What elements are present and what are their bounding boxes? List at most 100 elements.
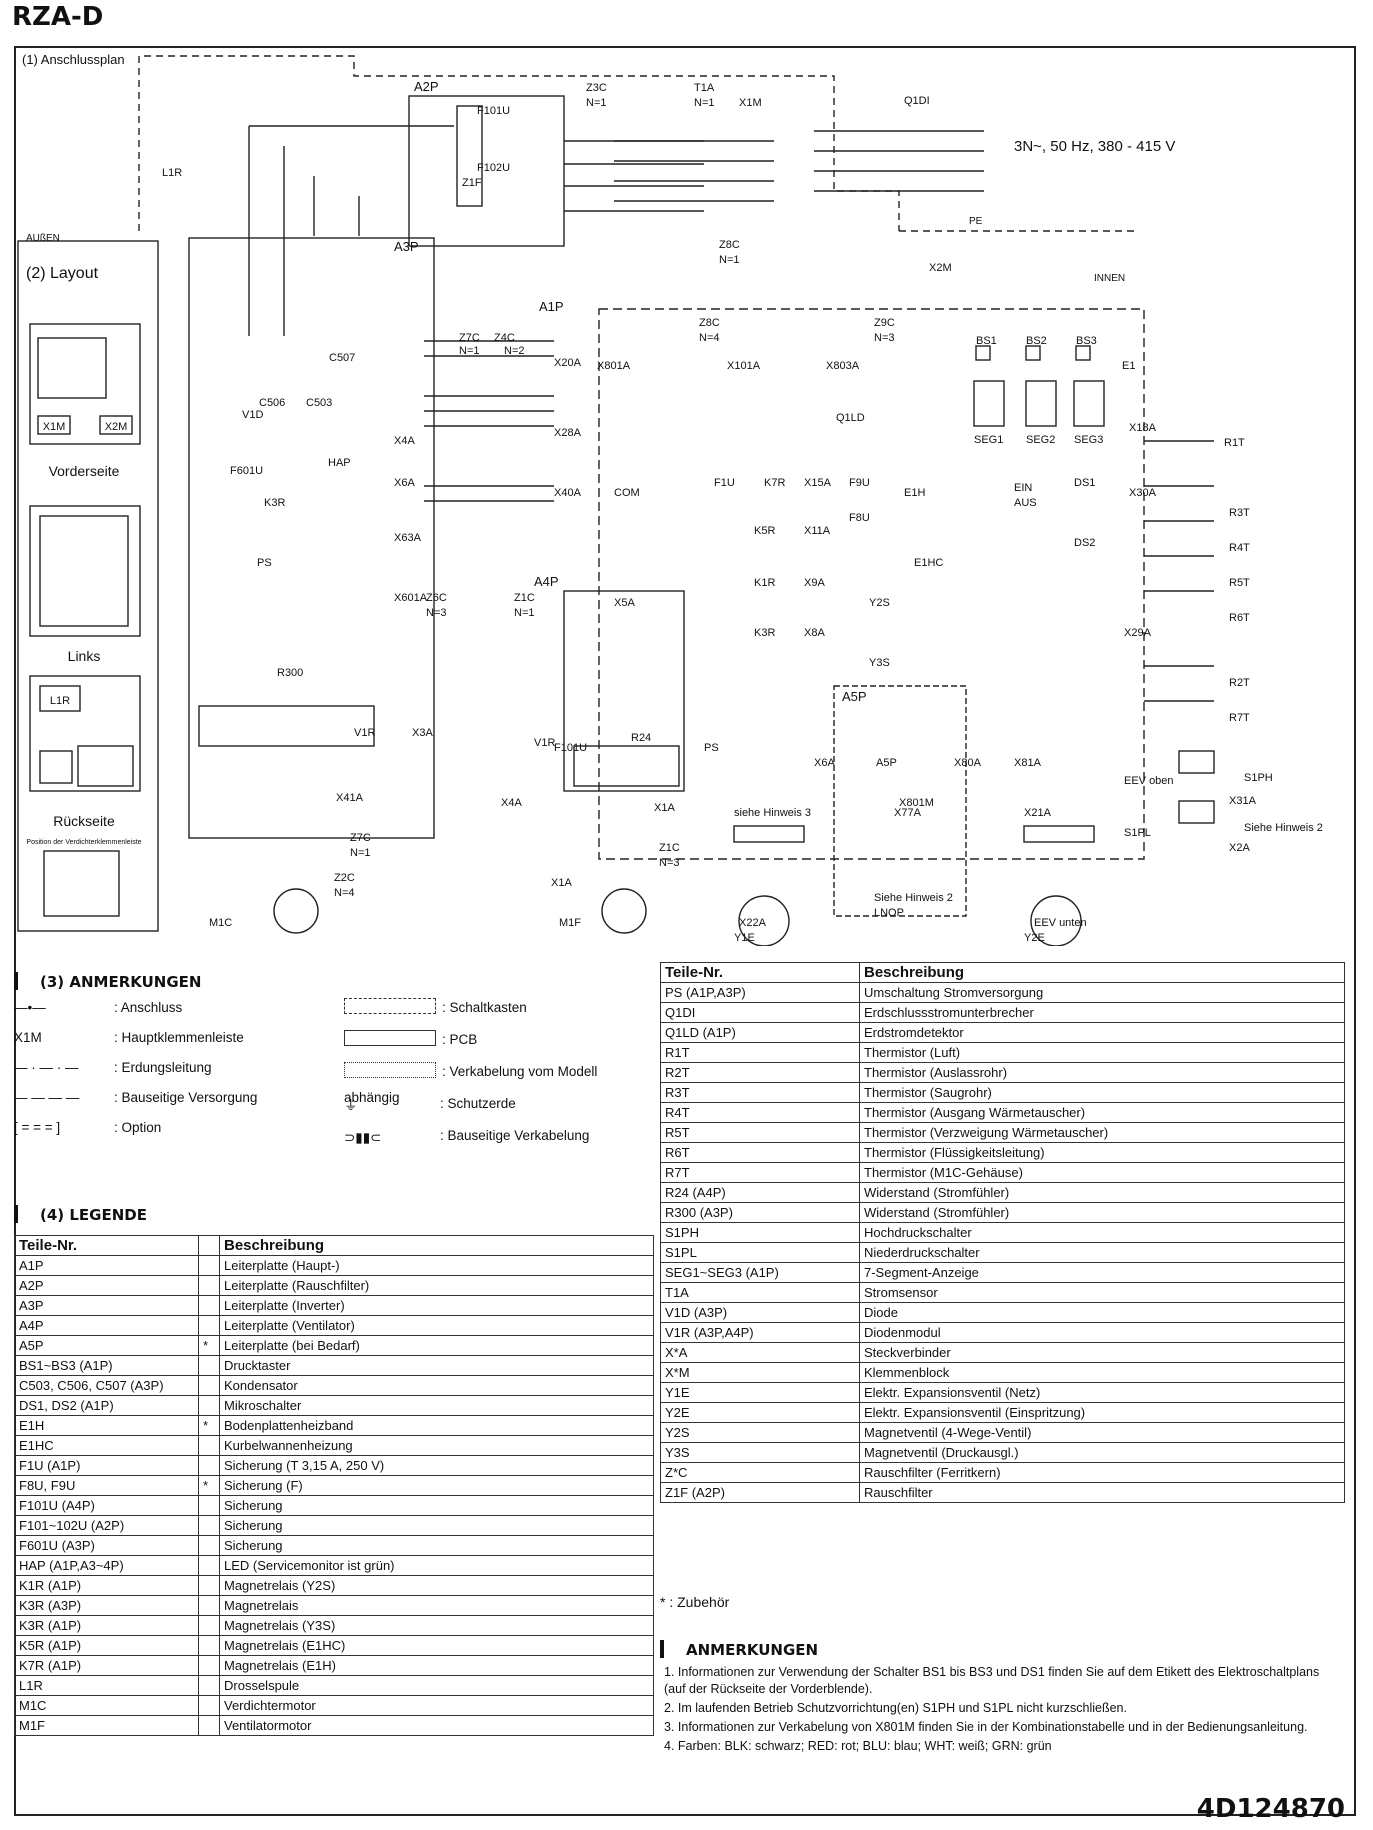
component-label: X8A [804, 627, 825, 639]
component-label: X2M [929, 262, 952, 274]
component-label: Z1C [659, 842, 680, 854]
supply-label: 3N~, 50 Hz, 380 - 415 V [1014, 138, 1175, 155]
note-item: [ = = = ]: Option [14, 1115, 161, 1141]
table-cell: Diodenmodul [859, 1322, 1345, 1343]
note-text: : Erdungsleitung [114, 1060, 212, 1075]
component-label: N=1 [586, 97, 607, 109]
table-cell: A1P [14, 1255, 199, 1276]
table-cell: Widerstand (Stromfühler) [859, 1182, 1345, 1203]
table-cell: * [198, 1475, 220, 1496]
table-cell: Leiterplatte (Haupt-) [219, 1255, 654, 1276]
table-cell: Klemmenblock [859, 1362, 1345, 1383]
table-cell: LED (Servicemonitor ist grün) [219, 1555, 654, 1576]
table-cell: Erdschlussstromunterbrecher [859, 1002, 1345, 1023]
table-cell: Verdichtermotor [219, 1695, 654, 1716]
component-label: F101U [554, 742, 587, 754]
table-cell [198, 1495, 220, 1516]
component-label: HAP [328, 457, 351, 469]
table-cell: R7T [660, 1162, 860, 1183]
layout-back: Rückseite [53, 813, 115, 829]
note-symbol [344, 998, 436, 1014]
table-cell [198, 1295, 220, 1316]
component-label: K1R [754, 577, 775, 589]
component-label: X11A [804, 525, 831, 537]
component-label: X18A [1129, 422, 1157, 434]
table-cell: * [198, 1415, 220, 1436]
table-row: F8U, F9U*Sicherung (F) [14, 1475, 654, 1496]
component-label: EIN [1014, 482, 1032, 494]
table-cell [198, 1455, 220, 1476]
table-cell: Elektr. Expansionsventil (Netz) [859, 1382, 1345, 1403]
component-label: Q1LD [836, 412, 865, 424]
component-label: X4A [501, 797, 522, 809]
component-label: N=4 [699, 332, 720, 344]
table-cell: DS1, DS2 (A1P) [14, 1395, 199, 1416]
note-text: : Bauseitige Versorgung [114, 1090, 258, 1105]
layout-pos: Position der Verdichterklemmenleiste [26, 839, 141, 846]
table-cell: K7R (A1P) [14, 1655, 199, 1676]
table-cell: R3T [660, 1082, 860, 1103]
section-1-title: (1) Anschlussplan [22, 52, 125, 67]
table-cell: K5R (A1P) [14, 1635, 199, 1656]
table-cell: A2P [14, 1275, 199, 1296]
component-label: Z1C [514, 592, 535, 604]
section-2-title: (2) Layout [26, 265, 99, 282]
table-cell [198, 1375, 220, 1396]
table-cell: F601U (A3P) [14, 1535, 199, 1556]
component-label: X22A [739, 917, 767, 929]
table-cell: Q1DI [660, 1002, 860, 1023]
table-cell: Thermistor (Flüssigkeitsleitung) [859, 1142, 1345, 1163]
component-label: N=1 [719, 254, 740, 266]
component-label: COM [614, 487, 640, 499]
component-label: S1PL [1124, 827, 1151, 839]
component-label: R300 [277, 667, 303, 679]
table-row: R300 (A3P)Widerstand (Stromfühler) [660, 1202, 1345, 1223]
table-cell: Thermistor (M1C-Gehäuse) [859, 1162, 1345, 1183]
component-label: T1A [694, 82, 715, 94]
table-cell: K3R (A1P) [14, 1615, 199, 1636]
note-symbol: — — — — [14, 1090, 80, 1105]
table-row: E1H*Bodenplattenheizband [14, 1415, 654, 1436]
table-row: SEG1~SEG3 (A1P)7-Segment-Anzeige [660, 1262, 1345, 1283]
table-cell [198, 1675, 220, 1696]
table-cell: Q1LD (A1P) [660, 1022, 860, 1043]
table-cell [198, 1355, 220, 1376]
table-cell: Y2S [660, 1422, 860, 1443]
component-label: E1 [1122, 360, 1135, 372]
table-cell: X*A [660, 1342, 860, 1363]
component-label: siehe Hinweis 3 [734, 807, 811, 819]
table-row: HAP (A1P,A3~4P)LED (Servicemonitor ist g… [14, 1555, 654, 1576]
table-cell: Sicherung [219, 1515, 654, 1536]
component-label: Z3C [586, 82, 607, 94]
col-desc-right: Beschreibung [859, 962, 1345, 983]
table-cell: V1D (A3P) [660, 1302, 860, 1323]
component-label: K7R [764, 477, 785, 489]
component-label: R6T [1229, 612, 1250, 624]
note-text: : Schutzerde [440, 1096, 516, 1111]
component-label: X21A [1024, 807, 1052, 819]
table-cell: V1R (A3P,A4P) [660, 1322, 860, 1343]
note-text: : Hauptklemmenleiste [114, 1030, 244, 1045]
component-label: X81A [1014, 757, 1042, 769]
component-label: X4A [394, 435, 415, 447]
component-label: Y1E [734, 932, 755, 944]
note-text: : Verkabelung vom Modell abhängig [344, 1064, 598, 1105]
component-label: R3T [1229, 507, 1250, 519]
table-cell: Rauschfilter [859, 1482, 1345, 1503]
component-label: N=4 [334, 887, 355, 899]
table-cell: Sicherung [219, 1535, 654, 1556]
component-label: Y3S [869, 657, 890, 669]
table-cell [198, 1695, 220, 1716]
table-cell: Ventilatormotor [219, 1715, 654, 1736]
table-cell: * [198, 1335, 220, 1356]
table-row: A1P Leiterplatte (Haupt-) [14, 1255, 654, 1276]
table-cell [198, 1275, 220, 1296]
table-cell: L1R [14, 1675, 199, 1696]
